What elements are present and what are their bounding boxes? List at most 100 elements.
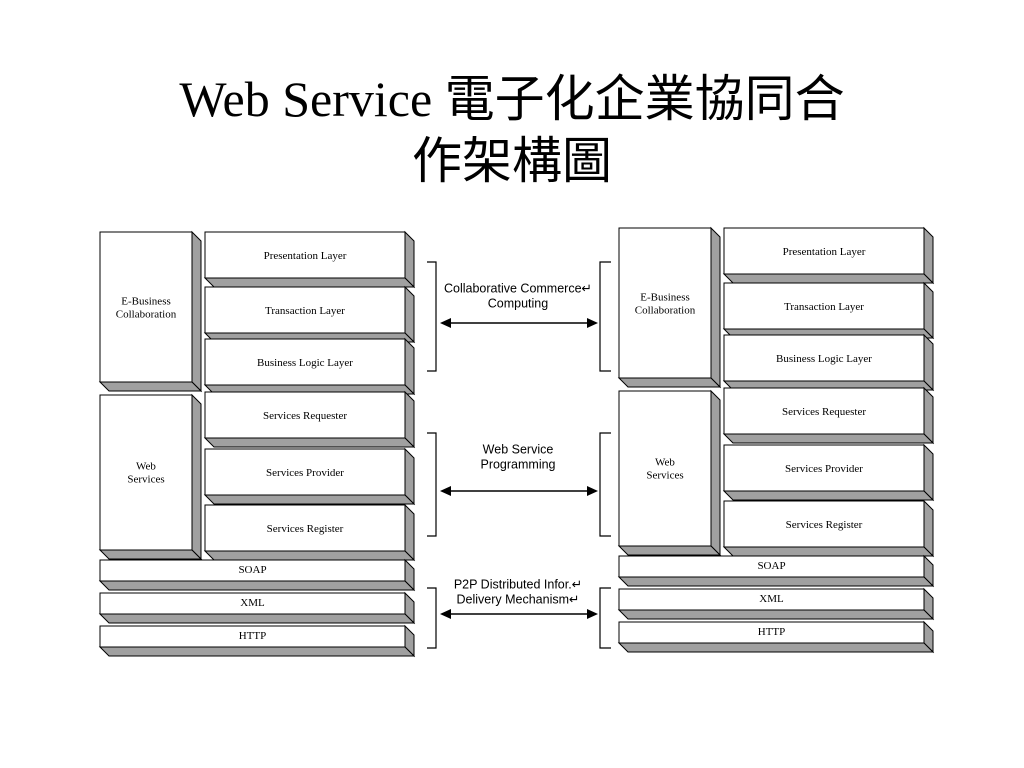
box-bottom — [203, 437, 416, 448]
left-layer-label-4: Services Requester — [263, 410, 347, 422]
box-bottom — [617, 377, 722, 388]
right-layer-box-3 — [722, 333, 935, 392]
left-web-group-box — [98, 393, 203, 561]
box-bottom — [203, 494, 416, 505]
title-line-2: 作架構圖 — [412, 133, 612, 189]
box-bottom — [722, 546, 935, 557]
box-face — [99, 592, 406, 615]
connector-3 — [427, 587, 611, 649]
right-layer-label-6: Services Register — [786, 519, 863, 531]
left-layer-label-3: Business Logic Layer — [257, 357, 353, 369]
box-face — [204, 231, 406, 279]
right-layer-label-3: Business Logic Layer — [776, 353, 872, 365]
connector-3-label: P2P Distributed Infor.↵Delivery Mechanis… — [454, 578, 582, 607]
box-face — [618, 621, 925, 644]
connector-1 — [427, 261, 611, 372]
left-layer-box-1 — [203, 230, 416, 289]
right-layer-label-1: Presentation Layer — [783, 246, 866, 258]
box-bottom — [722, 273, 935, 284]
box-bottom — [617, 545, 722, 556]
box-bottom — [203, 550, 416, 561]
connector-2-left-bracket — [427, 432, 437, 537]
connector-1-label: Collaborative Commerce↵Computing — [444, 282, 592, 311]
box-face — [723, 500, 925, 548]
box-bottom — [98, 381, 203, 392]
connector-2-arrowhead-right — [587, 486, 598, 496]
left-layer-box-6 — [203, 503, 416, 562]
right-protocol-box-3 — [617, 620, 935, 654]
connector-2-right-bracket — [599, 432, 611, 537]
box-face — [99, 625, 406, 648]
left-layer-label-6: Services Register — [267, 523, 344, 535]
right-layer-box-5 — [722, 443, 935, 502]
right-layer-box-1 — [722, 226, 935, 285]
slide-title: Web Service 電子化企業協同合 作架構圖 — [0, 68, 1024, 192]
right-protocol-label-1: SOAP — [757, 560, 785, 572]
box-side — [710, 226, 721, 389]
box-face — [723, 334, 925, 382]
connector-2 — [427, 432, 611, 537]
box-face — [99, 394, 193, 551]
box-face — [99, 231, 193, 383]
left-protocol-box-1 — [98, 558, 416, 592]
box-face — [204, 338, 406, 386]
connector-1-arrowhead-right — [587, 318, 598, 328]
connector-1-arrowhead-left — [440, 318, 451, 328]
left-layer-box-4 — [203, 390, 416, 449]
box-face — [204, 448, 406, 496]
box-face — [99, 559, 406, 582]
left-protocol-label-3: HTTP — [239, 630, 267, 642]
box-face — [723, 227, 925, 275]
left-protocol-box-3 — [98, 624, 416, 658]
box-bottom — [98, 646, 416, 657]
connector-3-arrowhead-left — [440, 609, 451, 619]
box-face — [618, 390, 712, 547]
box-bottom — [98, 613, 416, 624]
left-layer-box-2 — [203, 285, 416, 344]
connector-3-arrowhead-right — [587, 609, 598, 619]
box-bottom — [722, 490, 935, 501]
left-layer-label-5: Services Provider — [266, 467, 344, 479]
box-bottom — [617, 609, 935, 620]
right-layer-label-4: Services Requester — [782, 406, 866, 418]
box-face — [204, 504, 406, 552]
connector-3-right-bracket — [599, 587, 611, 649]
connector-1-left-bracket — [427, 261, 437, 372]
right-layer-box-6 — [722, 499, 935, 558]
connector-1-right-bracket — [599, 261, 611, 372]
right-layer-label-5: Services Provider — [785, 463, 863, 475]
left-business-group-box — [98, 230, 203, 393]
right-business-group-box — [617, 226, 722, 389]
right-protocol-box-1 — [617, 554, 935, 588]
left-layer-label-2: Transaction Layer — [265, 305, 345, 317]
box-face — [618, 227, 712, 379]
left-protocol-label-2: XML — [240, 597, 265, 609]
right-layer-label-2: Transaction Layer — [784, 301, 864, 313]
box-side — [191, 393, 202, 561]
box-bottom — [617, 576, 935, 587]
left-layer-box-5 — [203, 447, 416, 506]
left-protocol-label-1: SOAP — [238, 564, 266, 576]
right-layer-box-4 — [722, 386, 935, 445]
box-side — [191, 230, 202, 393]
right-protocol-box-2 — [617, 587, 935, 621]
box-side — [710, 389, 721, 557]
box-face — [723, 444, 925, 492]
box-bottom — [98, 580, 416, 591]
right-protocol-label-3: HTTP — [758, 626, 786, 638]
box-face — [723, 282, 925, 330]
box-face — [618, 588, 925, 611]
box-face — [204, 286, 406, 334]
right-web-group-box — [617, 389, 722, 557]
connector-2-arrowhead-left — [440, 486, 451, 496]
box-face — [204, 391, 406, 439]
box-bottom — [98, 549, 203, 560]
box-face — [618, 555, 925, 578]
left-protocol-box-2 — [98, 591, 416, 625]
